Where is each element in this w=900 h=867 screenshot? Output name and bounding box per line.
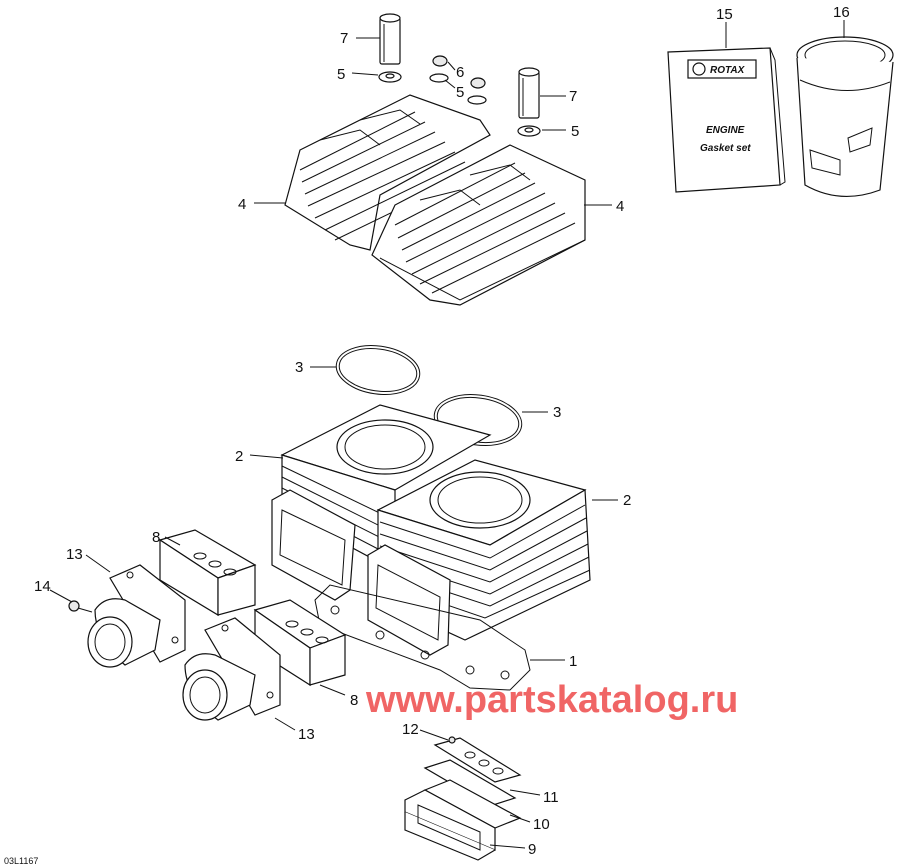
callout-3a: 3 [295,359,303,376]
cylinder-liner [796,36,894,198]
intake-manifold-upper [87,564,186,668]
washers-center [429,73,487,105]
head-gasket-rear [335,345,421,395]
callout-13a: 13 [66,546,83,563]
callout-7a: 7 [340,30,348,47]
cylinder-rear [280,404,492,561]
reed-stop-12 [433,736,522,783]
callout-5b: 5 [456,84,464,101]
callout-4b: 4 [616,198,624,215]
reed-valve-lower [253,599,347,687]
callout-10: 10 [533,816,550,833]
book-line1: ENGINE [706,125,745,136]
callout-4a: 4 [238,196,246,213]
screw-14 [68,600,93,613]
intake-manifold-lower [182,617,281,721]
leader-lines [49,20,845,849]
callout-12: 12 [402,721,419,738]
reed-cage-9 [404,789,496,861]
stud-right [518,67,540,119]
base-gasket [314,584,531,691]
callout-8b: 8 [350,692,358,709]
callout-2a: 2 [235,448,243,465]
callout-8a: 8 [152,529,160,546]
nut-center [432,55,486,89]
stud-left [379,13,401,65]
book-brand: ROTAX [710,65,746,76]
washer-right [517,125,541,137]
callout-1: 1 [569,653,577,670]
callout-5c: 5 [571,123,579,140]
gasket-set-book: ROTAX ENGINE Gasket set [667,47,786,193]
callout-14: 14 [34,578,51,595]
cylinder-head-front [371,144,586,306]
callout-11: 11 [543,789,559,806]
intake-port-front [367,544,451,656]
callout-2b: 2 [623,492,631,509]
washer-left [378,71,402,83]
callout-15: 15 [716,6,733,23]
reed-valve-upper [158,529,257,617]
callout-6: 6 [456,64,464,81]
book-line2: Gasket set [700,143,751,154]
callout-5a: 5 [337,66,345,83]
callout-7b: 7 [569,88,577,105]
callout-13b: 13 [298,726,315,743]
watermark-text: www.partskatalog.ru [365,679,738,721]
callout-16: 16 [833,4,850,21]
figure-code: 03L1167 [4,856,38,866]
callout-9: 9 [528,841,536,858]
callout-3b: 3 [553,404,561,421]
callout-numbers: 7 5 6 5 7 5 4 4 15 16 3 3 2 2 1 8 13 14 … [34,4,850,858]
